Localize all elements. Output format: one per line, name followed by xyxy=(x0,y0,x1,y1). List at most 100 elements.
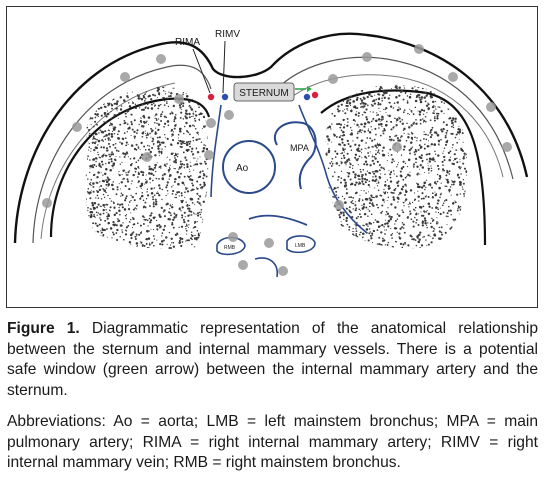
lung-stipple-dot xyxy=(188,224,190,226)
lung-stipple-dot xyxy=(459,161,461,163)
lung-stipple-dot xyxy=(338,216,342,219)
lung-stipple-dot xyxy=(198,113,201,116)
lung-stipple-dot xyxy=(361,129,364,131)
lung-stipple-dot xyxy=(473,129,475,131)
lung-stipple-dot xyxy=(110,244,112,246)
lung-stipple-dot xyxy=(134,107,137,110)
lung-stipple-dot xyxy=(356,136,359,139)
lung-stipple-dot xyxy=(433,117,436,120)
lung-stipple-dot xyxy=(139,197,142,200)
right-lung xyxy=(76,83,217,255)
lung-stipple-dot xyxy=(365,78,367,80)
lung-stipple-dot xyxy=(354,209,357,212)
lung-stipple-dot xyxy=(449,254,450,255)
lung-stipple-dot xyxy=(78,215,80,217)
lung-stipple-dot xyxy=(109,86,112,87)
lung-stipple-dot xyxy=(202,100,205,103)
lung-stipple-dot xyxy=(158,223,161,226)
lung-stipple-dot xyxy=(357,150,360,152)
lung-stipple-dot xyxy=(446,212,449,215)
lung-stipple-dot xyxy=(145,174,147,176)
lung-stipple-dot xyxy=(152,198,155,201)
lung-stipple-dot xyxy=(115,149,118,152)
lung-stipple-dot xyxy=(390,234,393,237)
lung-stipple-dot xyxy=(366,178,369,181)
lung-stipple-dot xyxy=(135,167,138,170)
lung-stipple-dot xyxy=(77,250,79,252)
lung-stipple-dot xyxy=(201,88,203,90)
lung-stipple-dot xyxy=(347,250,348,251)
lung-stipple-dot xyxy=(107,239,109,241)
lung-stipple-dot xyxy=(86,83,88,85)
lung-stipple-dot xyxy=(372,244,374,246)
lung-stipple-dot xyxy=(377,103,380,106)
lung-stipple-dot xyxy=(212,108,213,109)
lung-stipple-dot xyxy=(112,86,115,88)
lung-stipple-dot xyxy=(174,233,178,237)
lung-stipple-dot xyxy=(117,150,120,152)
lung-stipple-dot xyxy=(171,139,175,142)
lung-stipple-dot xyxy=(136,94,139,96)
lung-stipple-dot xyxy=(423,235,425,238)
lung-stipple-dot xyxy=(440,79,441,80)
lung-stipple-dot xyxy=(132,208,135,211)
lung-stipple-dot xyxy=(467,207,468,208)
nodule xyxy=(278,266,288,276)
lung-stipple-dot xyxy=(199,171,202,174)
lung-stipple-dot xyxy=(383,229,386,231)
lung-stipple-dot xyxy=(337,110,340,113)
lung-stipple-dot xyxy=(396,213,399,215)
lung-stipple-dot xyxy=(161,232,164,234)
lung-stipple-dot xyxy=(95,133,97,136)
lung-stipple-dot xyxy=(169,203,171,205)
lung-stipple-dot xyxy=(388,170,390,172)
lung-stipple-dot xyxy=(197,232,200,235)
lung-stipple-dot xyxy=(124,250,126,252)
lung-stipple-dot xyxy=(361,180,364,183)
lung-stipple-dot xyxy=(464,196,467,200)
lung-stipple-dot xyxy=(451,183,453,186)
lung-stipple-dot xyxy=(209,185,210,186)
lung-stipple-dot xyxy=(331,141,333,143)
lung-stipple-dot xyxy=(352,140,354,142)
lung-stipple-dot xyxy=(453,233,456,236)
lung-stipple-dot xyxy=(326,76,328,78)
lung-stipple-dot xyxy=(76,166,78,168)
lung-stipple-dot xyxy=(90,86,94,88)
lung-stipple-dot xyxy=(366,79,368,81)
lung-stipple-dot xyxy=(129,163,133,167)
lung-stipple-dot xyxy=(323,102,326,105)
lung-stipple-dot xyxy=(466,156,468,159)
lung-stipple-dot xyxy=(457,245,459,247)
lung-stipple-dot xyxy=(215,173,217,175)
lung-stipple-dot xyxy=(111,237,113,239)
lung-stipple-dot xyxy=(77,154,79,156)
lung-stipple-dot xyxy=(325,180,326,183)
lung-stipple-dot xyxy=(179,238,182,241)
lung-stipple-dot xyxy=(172,245,176,248)
lung-stipple-dot xyxy=(180,172,182,175)
lung-stipple-dot xyxy=(430,143,433,146)
lung-stipple-dot xyxy=(403,85,405,87)
lung-stipple-dot xyxy=(84,169,85,170)
lung-stipple-dot xyxy=(195,128,197,130)
lung-stipple-dot xyxy=(97,239,99,241)
lung-stipple-dot xyxy=(466,113,468,116)
lung-stipple-dot xyxy=(154,216,156,218)
lung-stipple-dot xyxy=(103,253,105,255)
lung-stipple-dot xyxy=(134,248,136,249)
lung-stipple-dot xyxy=(177,133,180,136)
lung-stipple-dot xyxy=(149,150,153,154)
lung-stipple-dot xyxy=(148,252,149,253)
lung-stipple-dot xyxy=(171,223,174,226)
lung-stipple-dot xyxy=(350,133,353,136)
lung-stipple-dot xyxy=(127,87,130,90)
lung-stipple-dot xyxy=(89,165,92,168)
lung-stipple-dot xyxy=(319,129,320,130)
lung-stipple-dot xyxy=(95,84,97,86)
lung-stipple-dot xyxy=(459,111,461,113)
lung-stipple-dot xyxy=(152,168,155,171)
lung-stipple-dot xyxy=(339,143,342,146)
lung-stipple-dot xyxy=(390,228,392,230)
lung-stipple-dot xyxy=(444,143,448,146)
